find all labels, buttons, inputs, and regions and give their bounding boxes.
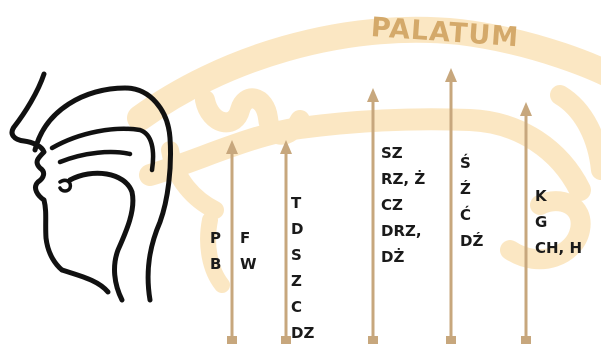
mouth-wave bbox=[150, 119, 580, 190]
arrow-labial bbox=[226, 140, 238, 344]
consonant-label: CH, H bbox=[535, 235, 582, 261]
face-outline bbox=[12, 74, 62, 270]
consonant-label: DRZ, bbox=[381, 218, 425, 244]
consonant-label: W bbox=[240, 251, 257, 277]
consonant-label: B bbox=[210, 251, 221, 277]
consonant-label: P bbox=[210, 225, 221, 251]
consonant-label: C bbox=[291, 294, 314, 320]
consonant-label: S bbox=[291, 242, 314, 268]
consonant-label: CZ bbox=[381, 192, 425, 218]
jaw-line bbox=[62, 270, 108, 292]
consonant-label: G bbox=[535, 209, 582, 235]
palate-line bbox=[60, 152, 130, 162]
consonant-label: RZ, Ż bbox=[381, 166, 425, 192]
tongue-outline bbox=[70, 173, 133, 300]
consonant-label: Ś bbox=[460, 150, 483, 176]
lower-teeth bbox=[60, 180, 70, 191]
consonant-label: T bbox=[291, 190, 314, 216]
consonant-label: DŹ bbox=[460, 228, 483, 254]
nasal-cavity-floor bbox=[52, 129, 153, 170]
consonant-label: DZ bbox=[291, 320, 314, 346]
consonant-label: K bbox=[535, 183, 582, 209]
consonant-label: D bbox=[291, 216, 314, 242]
consonant-label: Ć bbox=[460, 202, 483, 228]
consonant-label: Z bbox=[291, 268, 314, 294]
consonant-label: SZ bbox=[381, 140, 425, 166]
consonant-label: Ź bbox=[460, 176, 483, 202]
consonant-label: DŻ bbox=[381, 244, 425, 270]
consonant-label: F bbox=[240, 225, 257, 251]
